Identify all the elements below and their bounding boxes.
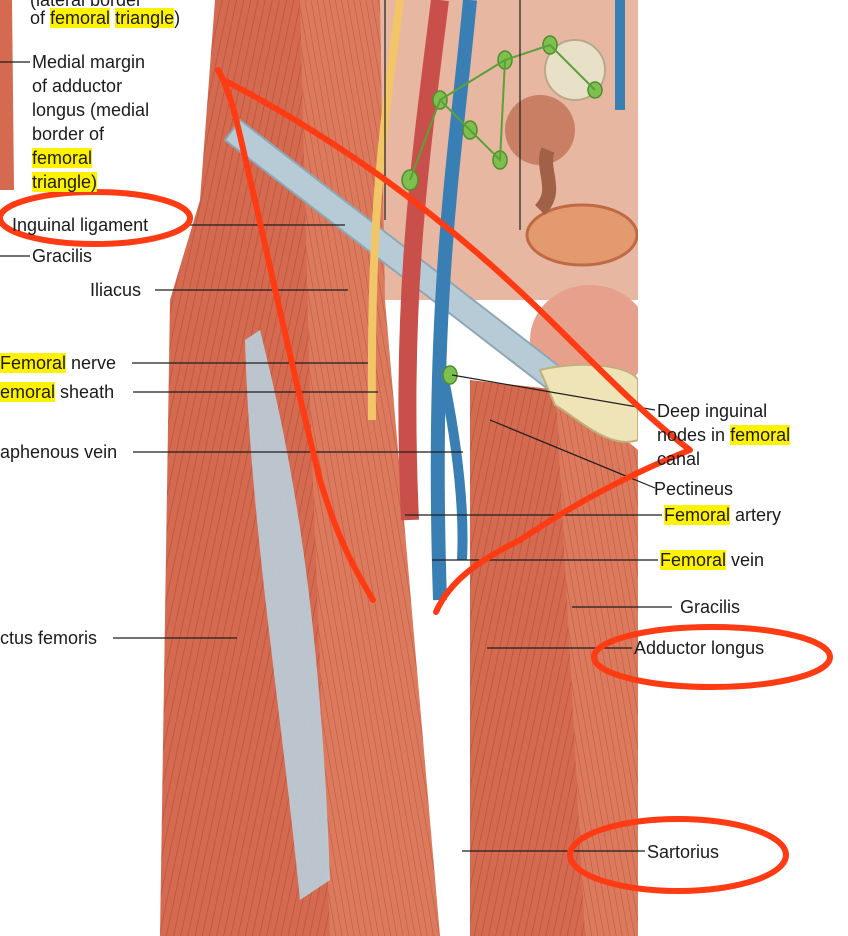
pen-circle-sartorius (567, 816, 789, 894)
label-saphenous-vein: aphenous vein (0, 442, 118, 462)
rectus-tendon (245, 330, 330, 900)
pen-line-lateral (215, 67, 376, 603)
label-lateral-border: of femoral triangle) (30, 8, 181, 28)
label-iliacus: Iliacus (90, 280, 142, 300)
label-femoral-nerve: Femoral nerve (0, 353, 117, 373)
great-saphenous-vein (435, 358, 468, 561)
label-medial-margin: Medial margin of adductor longus (medial… (32, 52, 150, 192)
pen-line-medial (221, 77, 693, 615)
label-pectineus: Pectineus (654, 479, 734, 499)
label-sartorius: Sartorius (647, 842, 720, 862)
label-rectus-femoris: ctus femoris (0, 628, 98, 648)
pen-annotations (0, 67, 833, 894)
pen-circle-adductor (591, 624, 833, 690)
label-lateral-border-partial: (lateral border (30, 0, 143, 10)
femoral-artery (398, 0, 449, 521)
label-femoral-artery: Femoral artery (664, 505, 782, 525)
label-deep-inguinal-nodes: Deep inguinal nodes in femoral canal (657, 401, 791, 469)
label-inguinal-ligament: Inguinal ligament (12, 215, 149, 235)
label-adductor-longus: Adductor longus (634, 638, 765, 658)
femoral-vein (430, 0, 477, 601)
label-gracilis-right: Gracilis (680, 597, 741, 617)
label-gracilis-left: Gracilis (32, 246, 93, 266)
label-femoral-vein: Femoral vein (660, 550, 765, 570)
pen-circle-inguinal (0, 189, 193, 247)
label-femoral-sheath: emoral sheath (0, 382, 115, 402)
